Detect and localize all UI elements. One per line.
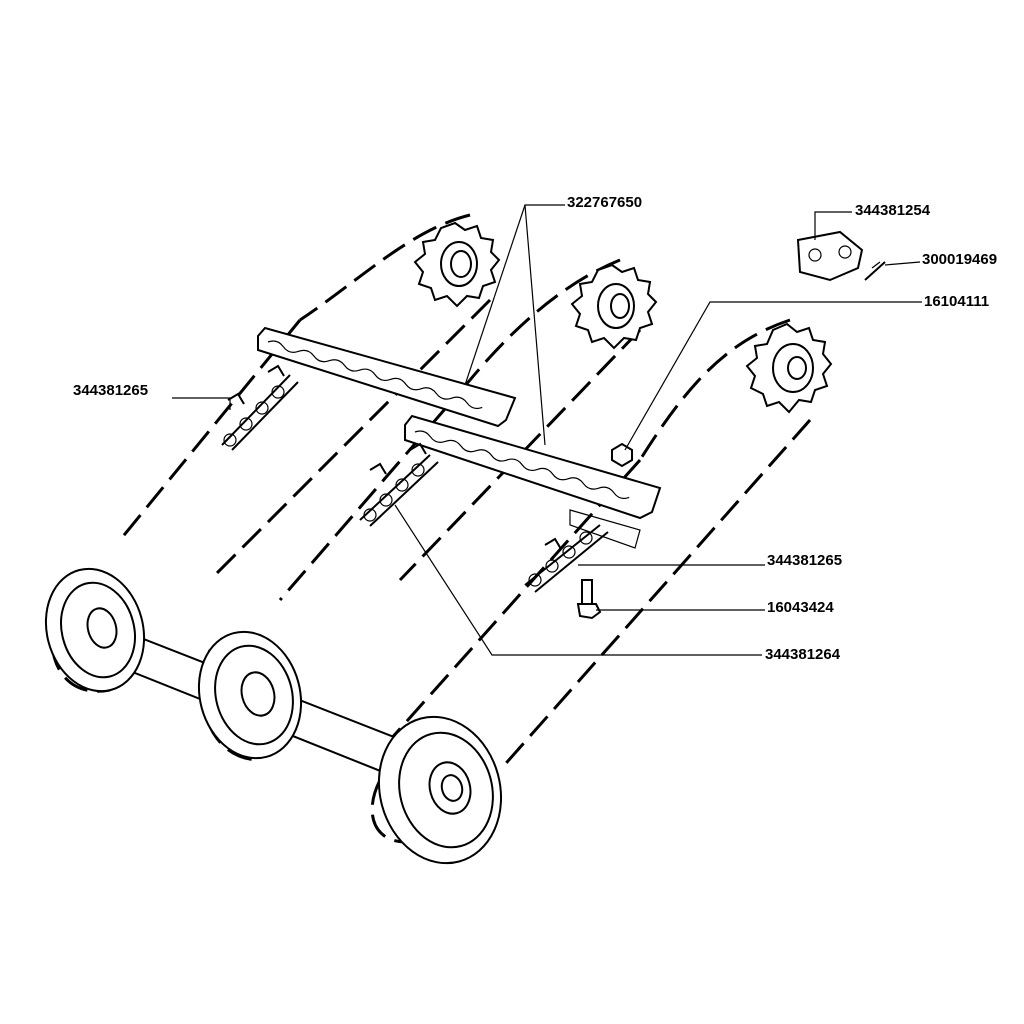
- chain-segment-middle: [359, 442, 439, 527]
- bolt: [576, 579, 602, 620]
- roller-wheel-right: [377, 715, 503, 865]
- sprocket-middle: [570, 263, 658, 350]
- chain-guide-bar-lower: [404, 414, 662, 549]
- roller-wheel-middle: [197, 630, 303, 760]
- connecting-link: [796, 230, 864, 282]
- chain-guide-bar-upper: [257, 326, 517, 428]
- label-16043424: 16043424: [767, 599, 834, 616]
- label-16104111: 16104111: [924, 293, 990, 310]
- sprocket-right: [745, 322, 833, 414]
- leader-lines: [172, 204, 922, 656]
- label-344381254: 344381254: [855, 202, 931, 219]
- spring-clip: [864, 261, 886, 281]
- label-344381264: 344381264: [765, 646, 841, 663]
- sprocket-left: [413, 221, 501, 308]
- nut: [611, 442, 633, 468]
- label-322767650: 322767650: [567, 194, 643, 211]
- roller-wheel-left: [44, 567, 146, 693]
- label-300019469: 300019469: [922, 251, 998, 268]
- chain-segment-left: [221, 364, 299, 451]
- label-344381265-right: 344381265: [767, 552, 843, 569]
- label-344381265-left: 344381265: [73, 382, 149, 399]
- chain-segment-right: [524, 524, 609, 593]
